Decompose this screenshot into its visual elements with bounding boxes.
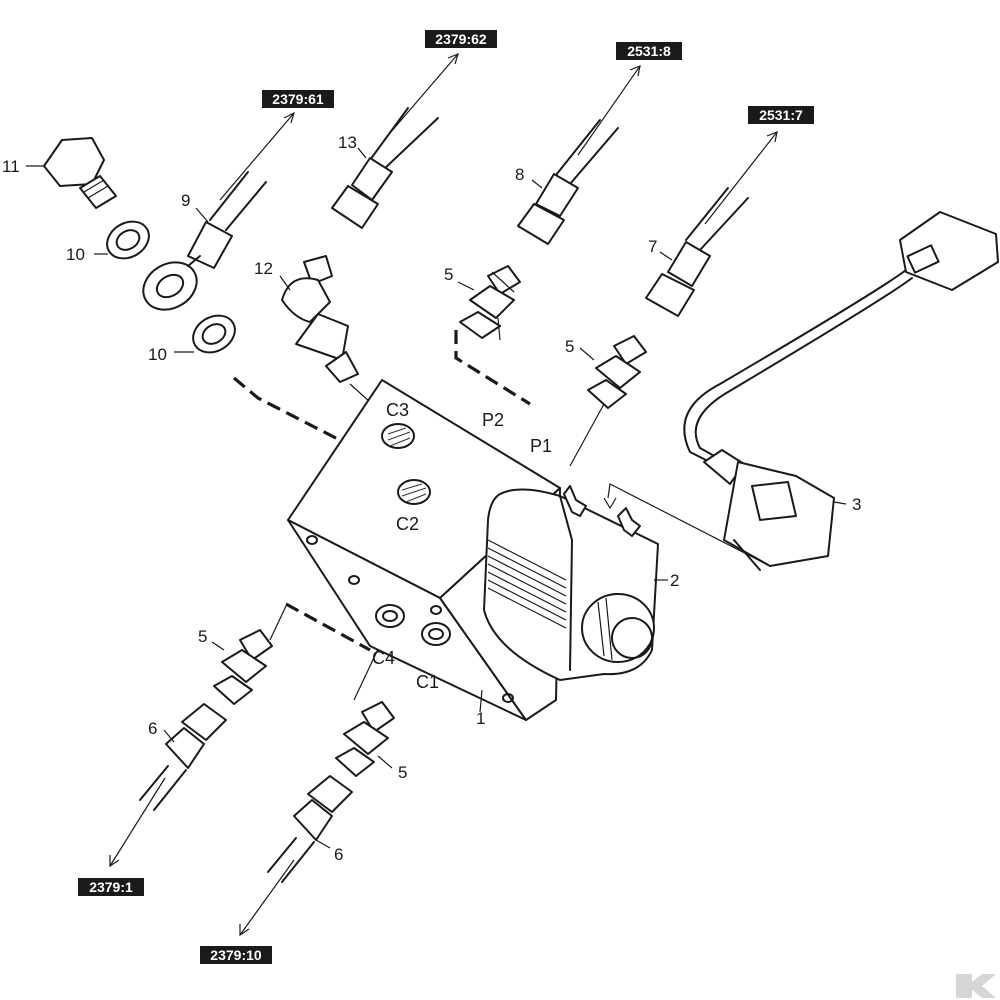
- reference-label-2379-62: 2379:62: [425, 30, 497, 48]
- callout-6-right: 6: [334, 845, 343, 864]
- hose-7: [645, 187, 749, 317]
- callout-1: 1: [476, 709, 485, 728]
- callout-12: 12: [254, 259, 273, 278]
- direction-arrows: [109, 52, 778, 937]
- callout-11: 11: [2, 157, 20, 176]
- callout-8: 8: [515, 165, 524, 184]
- port-label-c2: C2: [396, 514, 419, 534]
- callout-10-upper: 10: [66, 245, 85, 264]
- reference-label-2379-61: 2379:61: [262, 90, 334, 108]
- reference-label-2379-1: 2379:1: [78, 878, 144, 896]
- callout-5-c1: 5: [398, 763, 407, 782]
- port-hole-c1: [421, 622, 451, 646]
- reference-label-2531-7: 2531:7: [748, 106, 814, 124]
- sealing-washer-10-lower: [192, 314, 236, 354]
- reference-label-text: 2379:10: [210, 947, 262, 963]
- callout-10-lower: 10: [148, 345, 167, 364]
- elbow-fitting-12: [281, 255, 359, 383]
- hose-8: [517, 119, 619, 245]
- banjo-fitting-9: [142, 255, 201, 311]
- reference-label-2531-8: 2531:8: [616, 42, 682, 60]
- callout-numbers: 11 10 10 9 12 13 8 5 7 5 3 2 1 5 6 5 6: [2, 133, 861, 864]
- callout-2: 2: [670, 571, 679, 590]
- reference-label-text: 2531:8: [627, 43, 671, 59]
- callout-5-top: 5: [444, 265, 453, 284]
- callout-13: 13: [338, 133, 357, 152]
- callout-6-left: 6: [148, 719, 157, 738]
- port-label-c4: C4: [372, 648, 395, 668]
- port-label-p1: P1: [530, 436, 552, 456]
- reference-label-text: 2379:1: [89, 879, 133, 895]
- electrical-connector-3: [683, 211, 999, 571]
- port-hole-c3: [381, 423, 415, 449]
- fitting-5-c1: [335, 701, 395, 777]
- banjo-bolt-11: [43, 137, 117, 209]
- hose-6-left: [139, 703, 227, 811]
- callout-3: 3: [852, 495, 861, 514]
- sealing-washer-10-upper: [106, 220, 150, 260]
- callout-5-p1: 5: [565, 337, 574, 356]
- fitting-5-top: [459, 265, 521, 339]
- brand-logo: [956, 974, 996, 998]
- connector-alignment-guide: [603, 483, 771, 567]
- hose-9: [187, 171, 267, 269]
- fitting-5-p1: [587, 335, 647, 409]
- port-hole-c2: [397, 479, 431, 505]
- port-label-c1: C1: [416, 672, 439, 692]
- hose-6-right: [267, 775, 353, 883]
- reference-label-text: 2531:7: [759, 107, 803, 123]
- port-hole-c4: [375, 604, 405, 628]
- callout-5-c4: 5: [198, 627, 207, 646]
- fitting-5-c4: [213, 629, 273, 705]
- hose-13: [331, 107, 439, 229]
- reference-label-2379-10: 2379:10: [200, 946, 272, 964]
- reference-label-text: 2379:61: [272, 91, 324, 107]
- callout-9: 9: [181, 191, 190, 210]
- callout-7: 7: [648, 237, 657, 256]
- port-label-c3: C3: [386, 400, 409, 420]
- reference-label-text: 2379:62: [435, 31, 487, 47]
- solenoid-coil-2: [483, 485, 659, 681]
- leader-lines: [26, 147, 847, 849]
- port-labels: P2 P1 C3 C2 C4 C1: [372, 400, 552, 692]
- port-label-p2: P2: [482, 410, 504, 430]
- coil-nut: [581, 593, 655, 663]
